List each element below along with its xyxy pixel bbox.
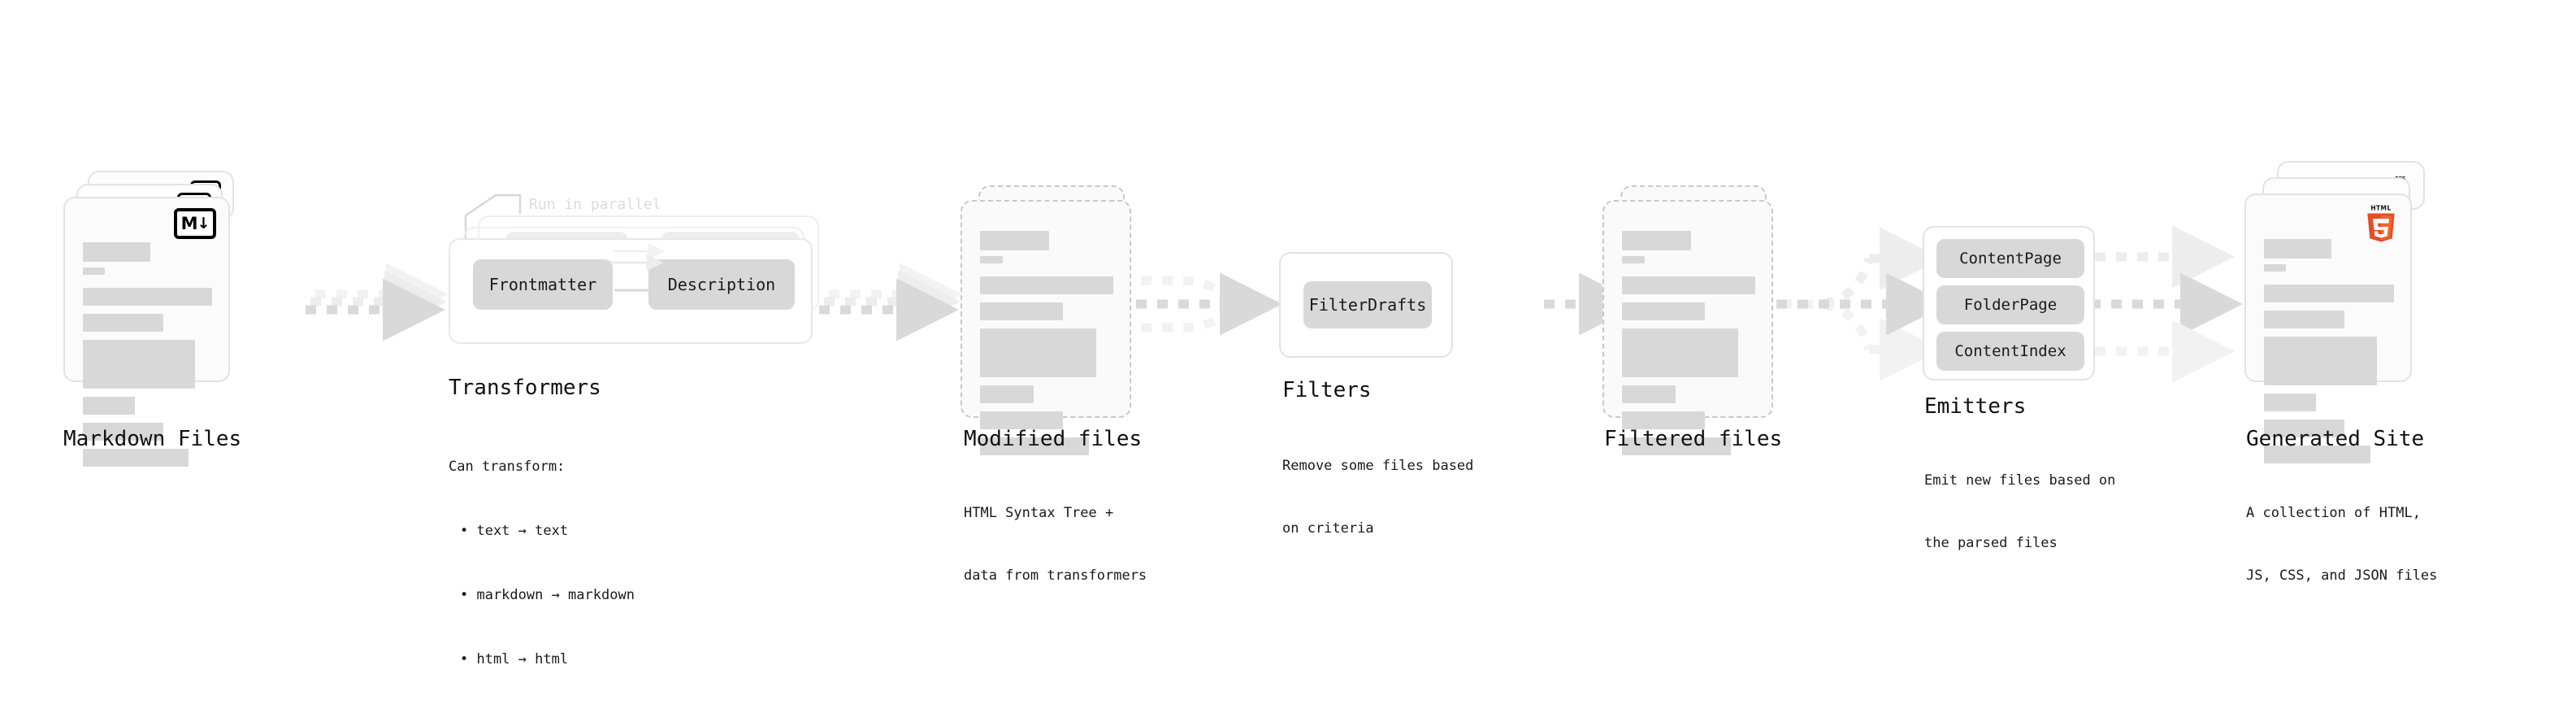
placeholder-line — [1622, 385, 1676, 403]
emitter-pill-contentindex[interactable]: ContentIndex — [1936, 332, 2084, 371]
card-content-placeholder — [980, 231, 1113, 463]
conn-modified-to-filters — [1136, 272, 1283, 336]
placeholder-line — [2264, 420, 2345, 437]
generated-sub-line: JS, CSS, and JSON files — [2246, 567, 2438, 584]
stage-generated-site: CSS HTML — [2244, 161, 2504, 463]
placeholder-line — [980, 411, 1063, 429]
markdown-badge-arrow: ↓ — [197, 214, 210, 233]
run-in-parallel-label: Run in parallel — [529, 196, 661, 213]
filter-pill-filterdrafts[interactable]: FilterDrafts — [1303, 281, 1432, 328]
card-content-placeholder — [2264, 239, 2394, 472]
conn-md-to-transformers — [306, 263, 449, 341]
html5-icon: HTML — [2367, 204, 2395, 242]
emitters-panel[interactable]: ContentPage FolderPage ContentIndex — [1923, 226, 2095, 380]
generated-sub-line: A collection of HTML, — [2246, 505, 2421, 521]
placeholder-line — [980, 276, 1113, 294]
placeholder-line — [980, 328, 1096, 377]
stage-markdown-files: M↓ M↓ M↓ — [63, 171, 315, 467]
stage-title-emitters: Emitters — [1924, 394, 2027, 419]
transformers-sub-line: Can transform: — [449, 458, 566, 475]
modified-sub-line: HTML Syntax Tree + — [964, 505, 1114, 521]
placeholder-line — [2264, 264, 2287, 272]
placeholder-line — [83, 314, 163, 332]
filters-panel[interactable]: FilterDrafts — [1279, 252, 1453, 358]
stage-subtitle-filters: Remove some files based on criteria — [1282, 415, 1473, 580]
placeholder-line — [83, 449, 189, 467]
svg-text:HTML: HTML — [2370, 204, 2391, 211]
placeholder-line — [1622, 411, 1705, 429]
placeholder-line — [1622, 302, 1705, 320]
stage-title-filters: Filters — [1282, 378, 1372, 402]
emitter-pill-label: FolderPage — [1963, 296, 2058, 314]
placeholder-line — [2264, 239, 2332, 259]
card-content-placeholder — [83, 242, 212, 475]
conn-filtered-to-emitters — [1776, 227, 1949, 381]
conn-transformers-to-modified — [819, 263, 963, 341]
placeholder-line — [1622, 328, 1738, 377]
emitter-pill-contentpage[interactable]: ContentPage — [1936, 239, 2084, 278]
placeholder-line — [2264, 337, 2378, 385]
transformer-step-label: Frontmatter — [488, 275, 597, 294]
placeholder-line — [1622, 437, 1732, 455]
filter-pill-label: FilterDrafts — [1308, 295, 1427, 315]
filtered-card-front — [1602, 200, 1773, 455]
placeholder-line — [980, 437, 1090, 455]
placeholder-line — [1622, 276, 1755, 294]
markdown-badge-front: M↓ — [174, 208, 216, 239]
transformer-panel-front[interactable]: Frontmatter Description — [449, 238, 813, 344]
transformer-step-frontmatter[interactable]: Frontmatter — [473, 259, 613, 310]
transformer-step-label: Description — [667, 275, 776, 294]
markdown-card-stack: M↓ M↓ M↓ — [63, 171, 315, 467]
transformers-sub-line: • text → text — [460, 522, 569, 539]
transformer-step-description[interactable]: Description — [648, 259, 795, 310]
markdown-badge-letter: M — [180, 213, 198, 233]
stage-subtitle-generated-site: A collection of HTML, JS, CSS, and JSON … — [2246, 462, 2437, 628]
placeholder-line — [83, 267, 106, 275]
card-content-placeholder — [1622, 231, 1755, 463]
emitter-pill-label: ContentPage — [1959, 250, 2062, 267]
placeholder-line — [980, 231, 1050, 250]
modified-card-front — [961, 200, 1131, 455]
placeholder-line — [83, 423, 163, 441]
stage-title-transformers: Transformers — [449, 376, 601, 400]
generated-card-front-html: HTML — [2244, 193, 2412, 463]
placeholder-line — [980, 302, 1063, 320]
stage-title-markdown-files: Markdown Files — [63, 427, 242, 451]
placeholder-line — [1622, 231, 1692, 250]
modified-sub-line: data from transformers — [964, 567, 1147, 584]
placeholder-line — [2264, 446, 2371, 463]
filters-sub-line: Remove some files based — [1282, 458, 1474, 474]
emitter-pill-folderpage[interactable]: FolderPage — [1936, 285, 2084, 324]
placeholder-line — [2264, 393, 2316, 411]
stage-title-generated-site: Generated Site — [2246, 427, 2425, 451]
stage-title-modified-files: Modified files — [964, 427, 1143, 451]
conn-emitters-to-site — [2090, 225, 2244, 383]
transformers-sub-line: • markdown → markdown — [460, 586, 635, 603]
stage-subtitle-modified-files: HTML Syntax Tree + data from transformer… — [964, 462, 1147, 628]
emitter-pill-label: ContentIndex — [1954, 342, 2066, 360]
transformer-inner-arrows — [610, 242, 667, 299]
transformers-sub-line: • html → html — [460, 650, 569, 667]
placeholder-line — [2264, 311, 2345, 328]
stage-title-filtered-files: Filtered files — [1604, 427, 1783, 451]
markdown-card-front: M↓ — [63, 197, 230, 467]
stage-subtitle-emitters: Emit new files based on the parsed files — [1924, 429, 2115, 595]
emitters-sub-line: the parsed files — [1924, 534, 2058, 551]
placeholder-line — [980, 385, 1034, 403]
generated-card-stack: CSS HTML — [2244, 161, 2504, 463]
placeholder-line — [1622, 256, 1645, 263]
filters-sub-line: on criteria — [1282, 520, 1374, 537]
placeholder-line — [83, 340, 196, 389]
placeholder-line — [83, 397, 135, 415]
placeholder-line — [83, 288, 212, 306]
pipeline-diagram: M↓ M↓ M↓ — [63, 161, 2504, 667]
emitters-sub-line: Emit new files based on — [1924, 472, 2116, 489]
placeholder-line — [2264, 285, 2394, 302]
stage-subtitle-transformers: Can transform: • text → text • markdown … — [449, 413, 635, 713]
placeholder-line — [980, 256, 1003, 263]
placeholder-line — [83, 242, 150, 262]
